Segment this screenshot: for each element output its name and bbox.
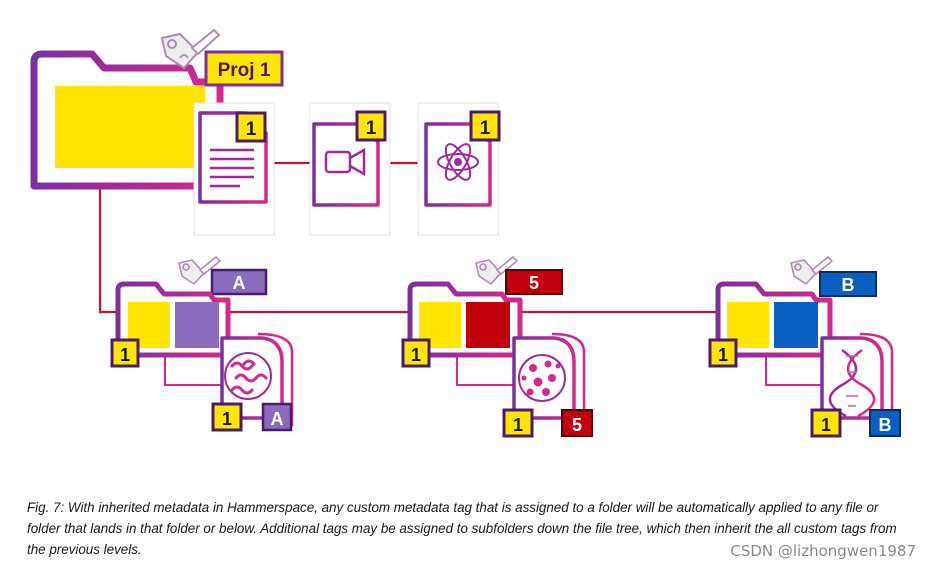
subfolder-b: B 1 1 B: [708, 255, 901, 438]
folder-own-tag-label: 5: [529, 273, 539, 293]
tag-pencil-icon: [790, 255, 834, 286]
tag-pencil-icon: [160, 28, 221, 70]
folder-inherited-tag-label: 1: [120, 345, 130, 365]
file-tag-label: 1: [246, 119, 257, 140]
file-tag-label: 1: [513, 415, 523, 435]
folder-color-block: [466, 302, 510, 348]
tag-pencil-icon: [178, 255, 222, 286]
root-folder-fill: [55, 86, 205, 168]
video-camera-icon: [324, 147, 366, 177]
figure-caption: Fig. 7: With inherited metadata in Hamme…: [27, 500, 897, 557]
microbe-icon: [224, 352, 272, 400]
root-folder-tag-label: Proj 1: [218, 60, 271, 81]
document-icon: [210, 148, 254, 188]
folder-color-block: [175, 302, 219, 348]
dna-icon: [828, 348, 876, 418]
folder-color-block: [774, 302, 818, 348]
folder-inherited-tag-label: 1: [718, 345, 728, 365]
watermark: CSDN @lizhongwen1987: [730, 542, 916, 560]
folder-own-tag-label: B: [842, 275, 855, 295]
folder-inherited-tag-label: 1: [411, 345, 421, 365]
root-folder-tag: Proj 1: [204, 50, 284, 87]
atom-icon: [437, 143, 479, 181]
file-tag-label: 5: [572, 415, 582, 435]
file-tag-label: 1: [366, 118, 377, 139]
root-file-atom: 1: [417, 102, 501, 236]
hammerspace-metadata-diagram: Proj 1 1 1: [30, 28, 901, 438]
root-file-video: 1: [309, 102, 391, 236]
file-tag-label: 1: [222, 409, 232, 429]
root-folder: [30, 50, 224, 190]
file-tag-label: 1: [480, 118, 491, 139]
file-tag-label: B: [879, 415, 892, 435]
folder-own-tag-label: A: [233, 273, 246, 293]
root-file-document: 1: [193, 102, 275, 236]
file-tag-label: 1: [821, 415, 831, 435]
file-tag-label: A: [271, 409, 284, 429]
subfolder-5: 5 1 1 5: [401, 255, 593, 438]
tag-pencil-icon: [475, 255, 519, 286]
virus-cells-icon: [518, 354, 566, 402]
file-connectors: [164, 350, 822, 386]
subfolder-a: A 1 1 A: [110, 255, 294, 432]
